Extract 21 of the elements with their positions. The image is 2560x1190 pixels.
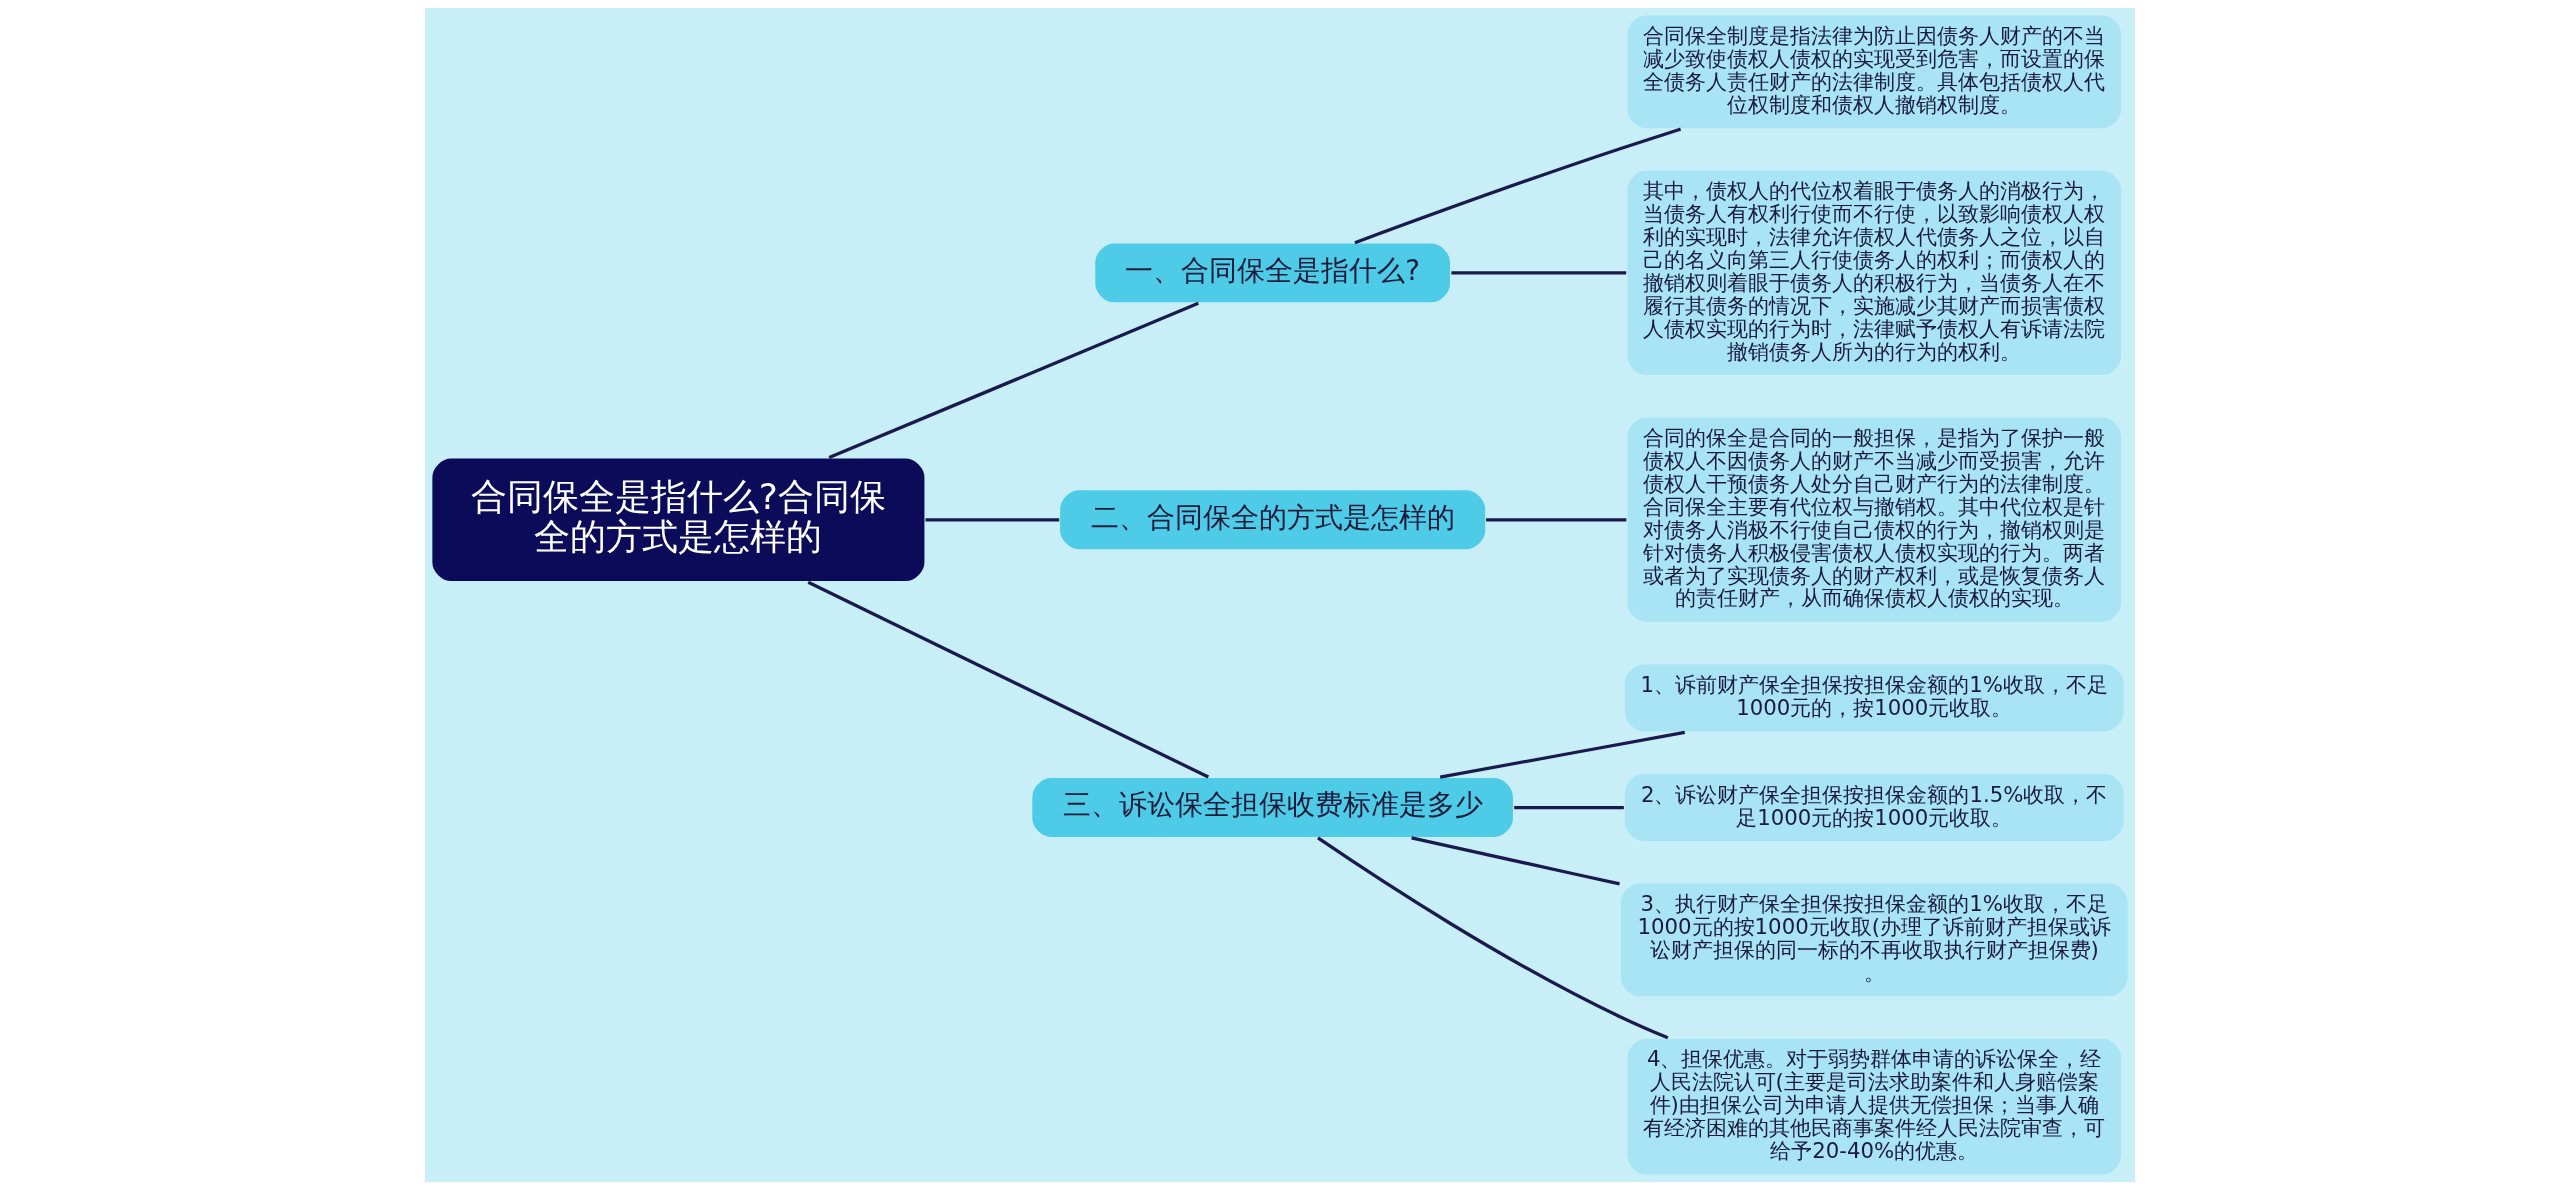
connector	[1317, 836, 1669, 1040]
node-box: 合同的保全是合同的一般担保，是指为了保护一般债权人不因债务人的财产不当减少而受损害，允许债权人干预债务人处分自己财产行为的法律制度。合同保全主要有代位权与撤销权。其中代位权是针对债务人消极不行使自己债权的行为，撤销权则是针对债务人积极侵害债权人债权实现的行为。两者或者为了实现债务人的财产权利，或是恢复债务人的责任财产，从而确保债权人债权的实现。	[1625, 416, 2123, 624]
node-box: 其中，债权人的代位权着眼于债务人的消极行为，当债务人有权利行使而不行使，以致影响债权人权利的实现时，法律允许债权人代债务人之位，以自己的名义向第三人行使债务人的权利；而债权人的撤销权则着眼于债务人的积极行为，当债务人在不履行其债务的情况下，实施减少其财产而损害债权人债权实现的行为时，法律赋予债权人有诉请法院撤销债务人所为的行为的权利。	[1625, 169, 2123, 377]
node-box: 2、诉讼财产保全担保按担保金额的1.5%收取，不足1000元的按1000元收取。	[1623, 772, 2126, 843]
connector	[1486, 518, 1627, 522]
node-box: 合同保全是指什么?合同保全的方式是怎样的	[430, 456, 927, 583]
connector	[1354, 127, 1682, 245]
node-box: 3、执行财产保全担保按担保金额的1%收取，不足1000元的按1000元收取(办理了诉前财产担保或诉讼财产担保的同一标的不再收取执行财产担保费)。	[1619, 881, 2130, 998]
connector	[828, 301, 1199, 459]
node-box: 二、合同保全的方式是怎样的	[1058, 488, 1487, 551]
node-box: 一、合同保全是指什么?	[1093, 241, 1452, 304]
node-box: 合同保全制度是指法律为防止因债务人财产的不当减少致使债权人债权的实现受到危害，而设置的保全债务人责任财产的法律制度。具体包括债权人代位权制度和债权人撤销权制度。	[1625, 13, 2123, 130]
node-box: 4、担保优惠。对于弱势群体申请的诉讼保全，经人民法院认可(主要是司法求助案件和人身赔偿案件)由担保公司为申请人提供无偿担保；当事人确有经济困难的其他民商事案件经人民法院审查，可给予20-40%的优惠。	[1625, 1037, 2123, 1177]
node-box: 1、诉前财产保全担保按担保金额的1%收取，不足1000元的，按1000元收取。	[1623, 662, 2126, 734]
connector	[1411, 836, 1620, 886]
connector	[1439, 730, 1686, 779]
connector	[807, 580, 1210, 779]
connector	[925, 518, 1060, 522]
connector	[1514, 805, 1624, 810]
connector	[1451, 271, 1627, 275]
node-box: 三、诉讼保全担保收费标准是多少	[1030, 776, 1515, 839]
